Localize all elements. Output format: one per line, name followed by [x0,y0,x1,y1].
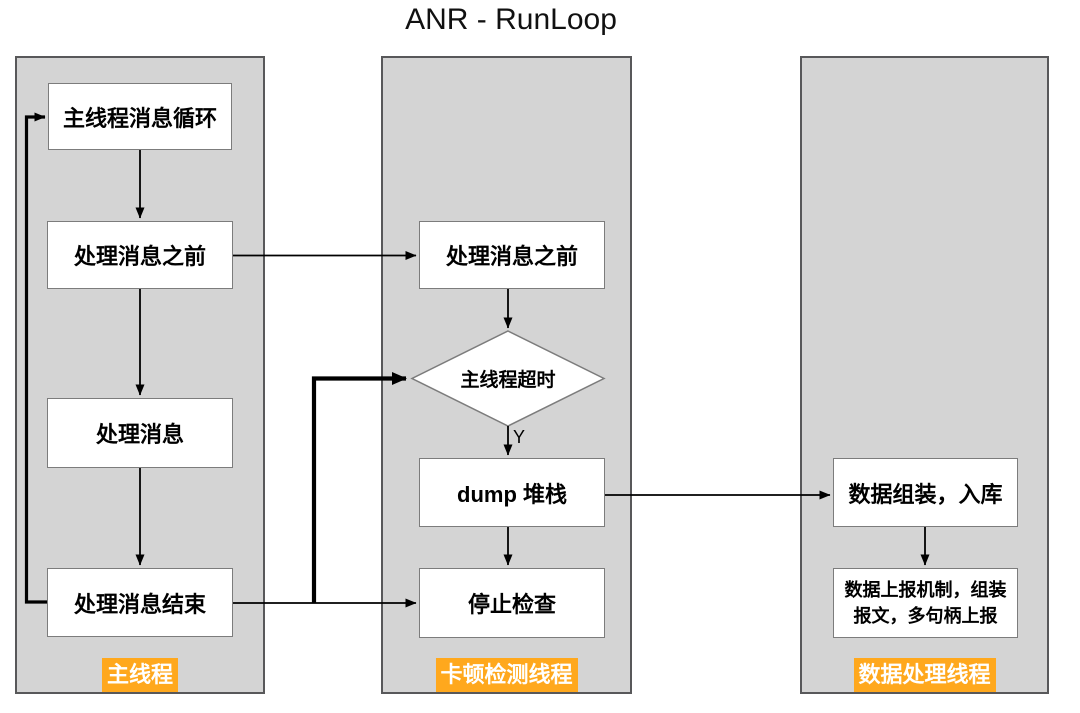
node-report: 数据上报机制，组装 报文，多句柄上报 [833,568,1018,638]
node-main-thread-timeout: 主线程超时 [460,370,556,391]
edge-endmsg-loop-to-mainloop [24,112,48,604]
lane-label-main-thread: 主线程 [101,658,179,692]
diagram-title: ANR - RunLoop [405,3,617,36]
node-end-msg: 处理消息结束 [47,568,233,637]
node-main-msg-loop: 主线程消息循环 [48,83,232,150]
node-process-msg: 处理消息 [47,398,233,468]
node-before-msg-watchdog: 处理消息之前 [419,221,605,289]
lane-label-data-thread: 数据处理线程 [853,658,996,692]
node-stop-check: 停止检查 [419,568,605,638]
node-before-msg-main: 处理消息之前 [47,221,233,289]
lane-label-watchdog-thread: 卡顿检测线程 [435,658,578,692]
node-assemble-store: 数据组装，入库 [833,458,1018,527]
branch-label-yes: Y [513,427,526,447]
edge-endmsg-to-timeout-thick [311,372,407,603]
node-dump-stack: dump 堆栈 [419,458,605,527]
